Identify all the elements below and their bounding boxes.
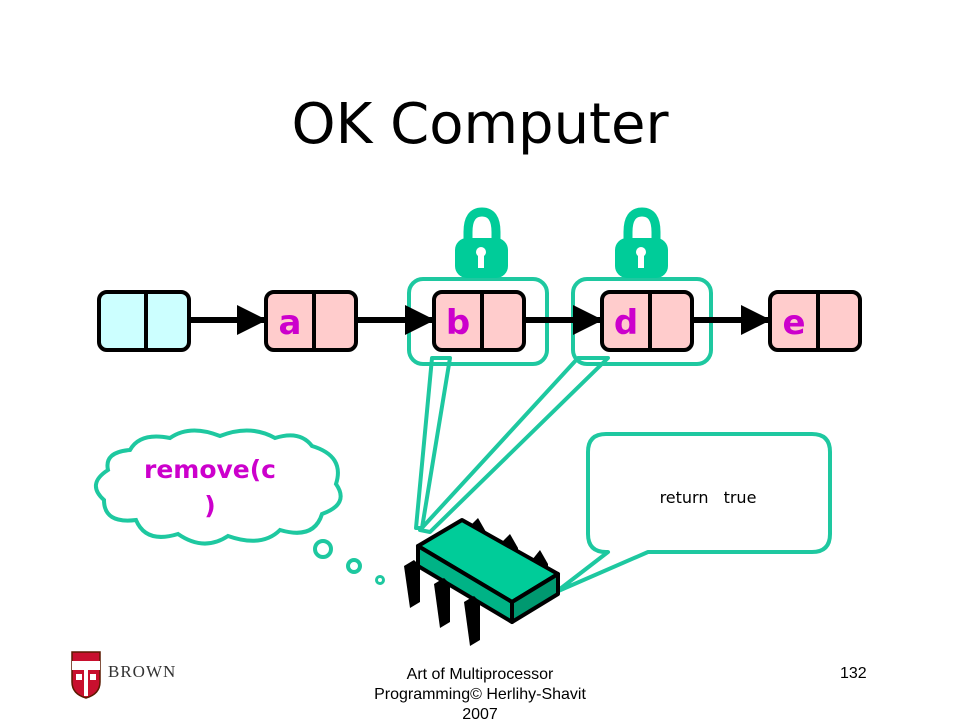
lock-icon-d [615, 207, 668, 278]
thought-bubble-large [313, 539, 333, 559]
speech-text: return true [660, 488, 757, 507]
node-label-a: a [279, 303, 302, 343]
list-node-a: a [264, 290, 358, 352]
footer-credit: Art of Multiprocessor Programming© Herli… [330, 665, 630, 725]
thought-cloud: remove(c ) [94, 428, 385, 585]
thought-line-1: remove(c [144, 455, 276, 484]
list-node-d: d [600, 290, 694, 352]
speech-bubble: return true [554, 432, 832, 594]
footer-line-2: Programming© Herlihy-Shavit [374, 686, 586, 703]
list-node-e: e [768, 290, 862, 352]
callout-tail-d [418, 356, 610, 534]
brown-logo [71, 651, 101, 699]
footer-line-1: Art of Multiprocessor [406, 666, 554, 683]
footer-line-3: 2007 [462, 706, 498, 723]
list-node-sentinel [97, 290, 191, 352]
node-label-b: b [446, 303, 470, 343]
return-value: true [724, 488, 757, 507]
chip-icon [404, 518, 560, 646]
thought-bubble-medium [346, 558, 362, 574]
return-keyword: return [660, 488, 709, 507]
page-number: 132 [840, 665, 867, 682]
node-label-e: e [782, 303, 805, 343]
brown-logo-text: BROWN [108, 662, 177, 681]
slide-title: OK Computer [291, 92, 669, 157]
thought-line-2: ) [204, 491, 215, 520]
list-node-b: b [432, 290, 526, 352]
node-label-d: d [614, 303, 638, 343]
thought-bubble-small [375, 575, 385, 585]
lock-icon-b [455, 207, 508, 278]
